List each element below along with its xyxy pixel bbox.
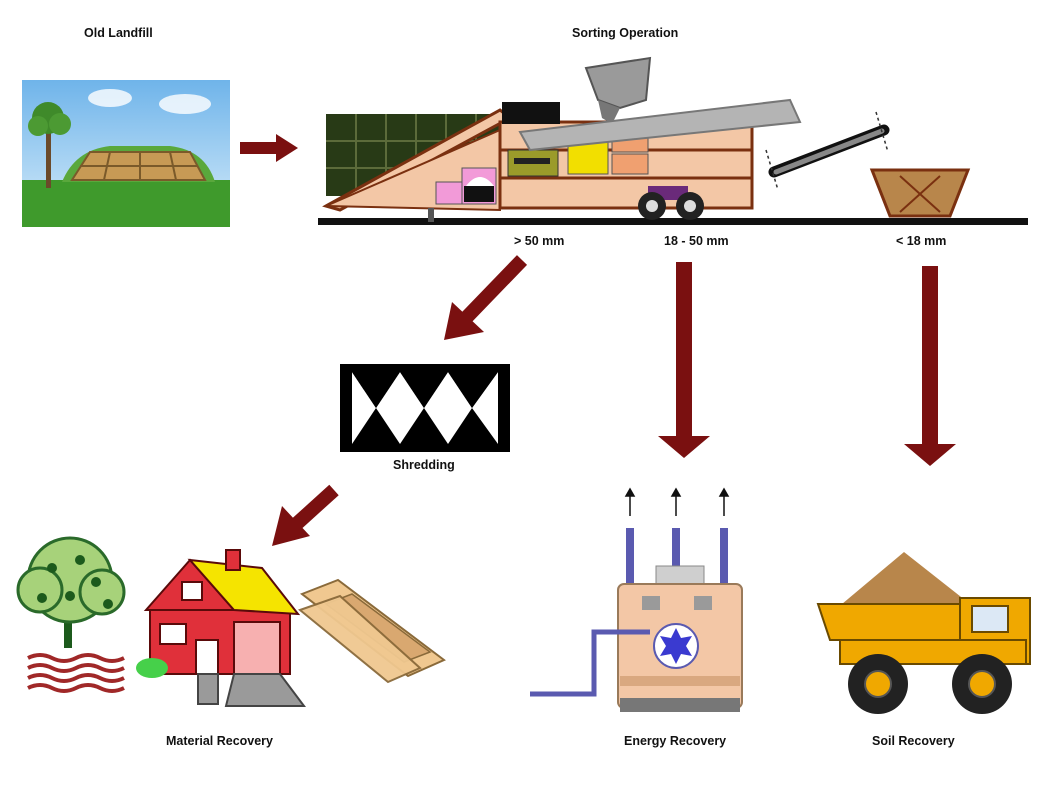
arrow-landfill-to-sorting xyxy=(240,134,298,162)
soil-recovery-illustration xyxy=(816,552,1031,714)
arrow-medium-to-energy xyxy=(658,262,710,458)
label-old-landfill: Old Landfill xyxy=(84,26,153,40)
label-sorting-operation: Sorting Operation xyxy=(572,26,679,40)
energy-recovery-illustration xyxy=(530,487,743,712)
landfill-illustration xyxy=(22,80,230,227)
arrow-shredding-to-material xyxy=(272,484,339,546)
label-soil-recovery: Soil Recovery xyxy=(872,734,955,748)
shredder-illustration xyxy=(340,364,510,452)
sorting-machine-illustration xyxy=(318,56,1028,225)
label-size-small: < 18 mm xyxy=(896,234,947,248)
arrow-large-to-shredding xyxy=(444,255,528,340)
label-material-recovery: Material Recovery xyxy=(166,734,274,748)
arrow-small-to-soil xyxy=(904,266,956,466)
label-size-large: > 50 mm xyxy=(514,234,565,248)
label-shredding: Shredding xyxy=(393,458,455,472)
label-energy-recovery: Energy Recovery xyxy=(624,734,727,748)
material-recovery-illustration xyxy=(16,536,446,707)
label-size-medium: 18 - 50 mm xyxy=(664,234,729,248)
